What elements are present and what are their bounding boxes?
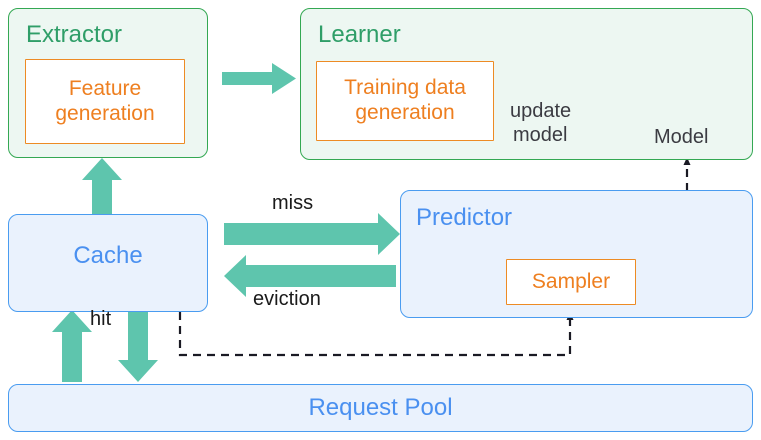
learner-title: Learner xyxy=(318,21,401,48)
cache-title: Cache xyxy=(73,242,143,269)
training-data-line2: generation xyxy=(355,101,455,124)
hit-label: hit xyxy=(90,308,112,330)
sampler-box[interactable]: Sampler xyxy=(506,259,636,305)
dashed-cache-to-sampler xyxy=(178,312,574,357)
feature-generation-box[interactable]: Feature generation xyxy=(25,59,185,144)
sampler-text: Sampler xyxy=(507,260,635,304)
arrow-cache-to-predictor-miss xyxy=(224,213,400,255)
arrow-pool-to-cache-hit xyxy=(52,310,92,382)
sampler-label: Sampler xyxy=(531,269,611,293)
update-model-label-line1: update xyxy=(510,100,572,122)
miss-label: miss xyxy=(272,192,314,214)
request-pool-box[interactable] xyxy=(8,384,753,432)
training-data-generation-text: Training data generation xyxy=(317,62,493,140)
request-pool-title: Request Pool xyxy=(308,394,453,421)
training-data-generation-box[interactable]: Training data generation xyxy=(316,61,494,141)
arrow-cache-to-extractor xyxy=(82,158,122,218)
feature-generation-line2: generation xyxy=(55,101,155,125)
feature-generation-line1: Feature xyxy=(68,76,142,100)
predictor-title: Predictor xyxy=(416,204,513,231)
arrow-cache-to-pool xyxy=(118,310,158,382)
update-model-label-line2: model xyxy=(513,124,568,146)
cache-box[interactable] xyxy=(8,214,208,312)
arrow-extractor-to-learner xyxy=(222,63,296,94)
training-data-line1: Training data xyxy=(344,76,466,100)
eviction-label: eviction xyxy=(253,288,321,310)
feature-generation-text: Feature generation xyxy=(26,60,184,143)
arrow-predictor-to-cache-eviction xyxy=(224,255,396,297)
extractor-title: Extractor xyxy=(26,21,123,48)
model-label: Model xyxy=(654,126,709,148)
